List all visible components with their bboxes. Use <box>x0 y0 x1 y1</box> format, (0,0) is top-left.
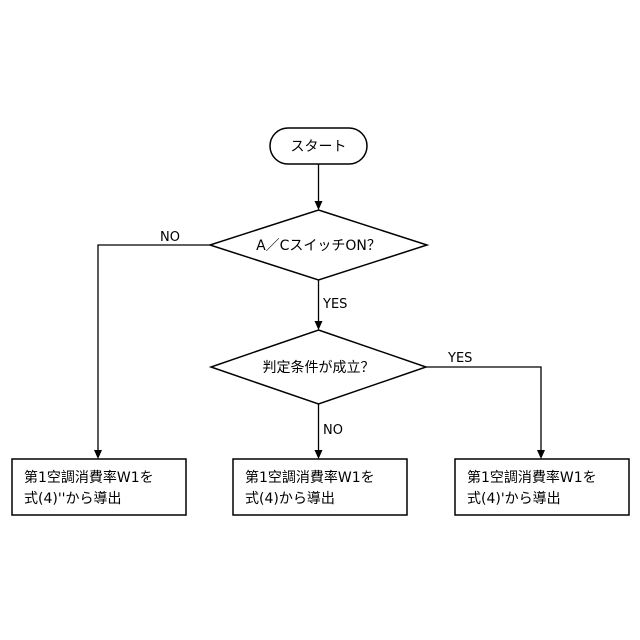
start-label: スタート <box>291 139 347 155</box>
edge-label-d1-yes: YES <box>322 297 347 312</box>
arrowhead <box>315 201 323 210</box>
box-middle-line2: 式(4)から導出 <box>245 491 335 507</box>
edge-label-d2-yes: YES <box>447 351 472 366</box>
edge-label-d1-no: NO <box>160 230 180 245</box>
edge-decision2-yes <box>426 367 541 451</box>
process-box-middle: 第1空調消費率W1を 式(4)から導出 <box>233 459 407 515</box>
decision2-node: 判定条件が成立？ <box>211 330 426 404</box>
arrowhead <box>315 321 323 330</box>
box-left-line1: 第1空調消費率W1を <box>24 469 154 486</box>
decision1-label: A／CスイッチON？ <box>256 238 381 254</box>
decision2-label: 判定条件が成立？ <box>263 359 375 376</box>
box-left-line2: 式(4)''から導出 <box>24 491 122 507</box>
arrowhead <box>537 450 545 459</box>
start-node: スタート <box>270 128 367 164</box>
edge-decision1-no <box>98 245 210 451</box>
edge-label-d2-no: NO <box>323 423 343 438</box>
process-box-left: 第1空調消費率W1を 式(4)''から導出 <box>12 459 186 515</box>
box-middle-line1: 第1空調消費率W1を <box>245 469 375 486</box>
arrowhead <box>94 450 102 459</box>
arrowhead <box>315 450 323 459</box>
box-right-line1: 第1空調消費率W1を <box>467 469 597 486</box>
process-box-right: 第1空調消費率W1を 式(4)'から導出 <box>455 459 629 515</box>
box-right-line2: 式(4)'から導出 <box>467 491 561 507</box>
decision1-node: A／CスイッチON？ <box>210 210 427 280</box>
